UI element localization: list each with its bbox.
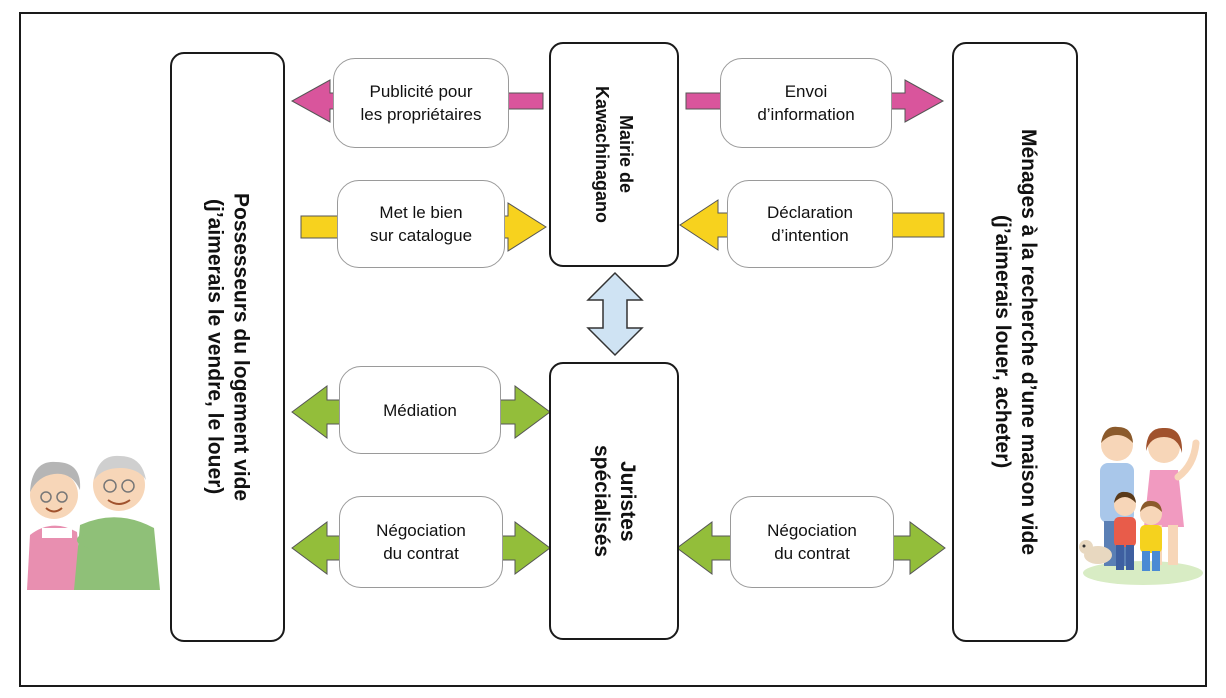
town-hall-text: Mairie de Kawachinagano <box>592 85 636 224</box>
mediation-label: Médiation <box>339 366 501 454</box>
declaration-label: Déclaration d’intention <box>727 180 893 268</box>
owners-box <box>170 52 285 642</box>
send-info-label: Envoi d’information <box>720 58 892 148</box>
family-illustration <box>1079 426 1203 585</box>
catalogue-label: Met le bien sur catalogue <box>337 180 505 268</box>
owners-text: Possesseurs du logement vide (j’aimerais… <box>203 192 253 502</box>
lawyers-box <box>549 362 679 640</box>
town-hall-box <box>549 42 679 267</box>
lawyers-text: Juristes spécialisés <box>590 444 639 558</box>
arrow-town-hall-lawyers <box>586 271 644 357</box>
elderly-couple-illustration <box>27 455 160 590</box>
households-box <box>952 42 1078 642</box>
negotiation-right-label: Négociation du contrat <box>730 496 894 588</box>
negotiation-left-label: Négociation du contrat <box>339 496 503 588</box>
households-label: Ménages à la recherche d’une maison vide… <box>952 42 1078 642</box>
lawyers-label: Juristes spécialisés <box>549 362 679 640</box>
town-hall-label: Mairie de Kawachinagano <box>549 42 679 267</box>
owners-label: Possesseurs du logement vide (j’aimerais… <box>170 52 285 642</box>
diagram-frame <box>19 12 1207 687</box>
households-text: Ménages à la recherche d’une maison vide… <box>991 129 1040 555</box>
owner-ads-label: Publicité pour les propriétaires <box>333 58 509 148</box>
